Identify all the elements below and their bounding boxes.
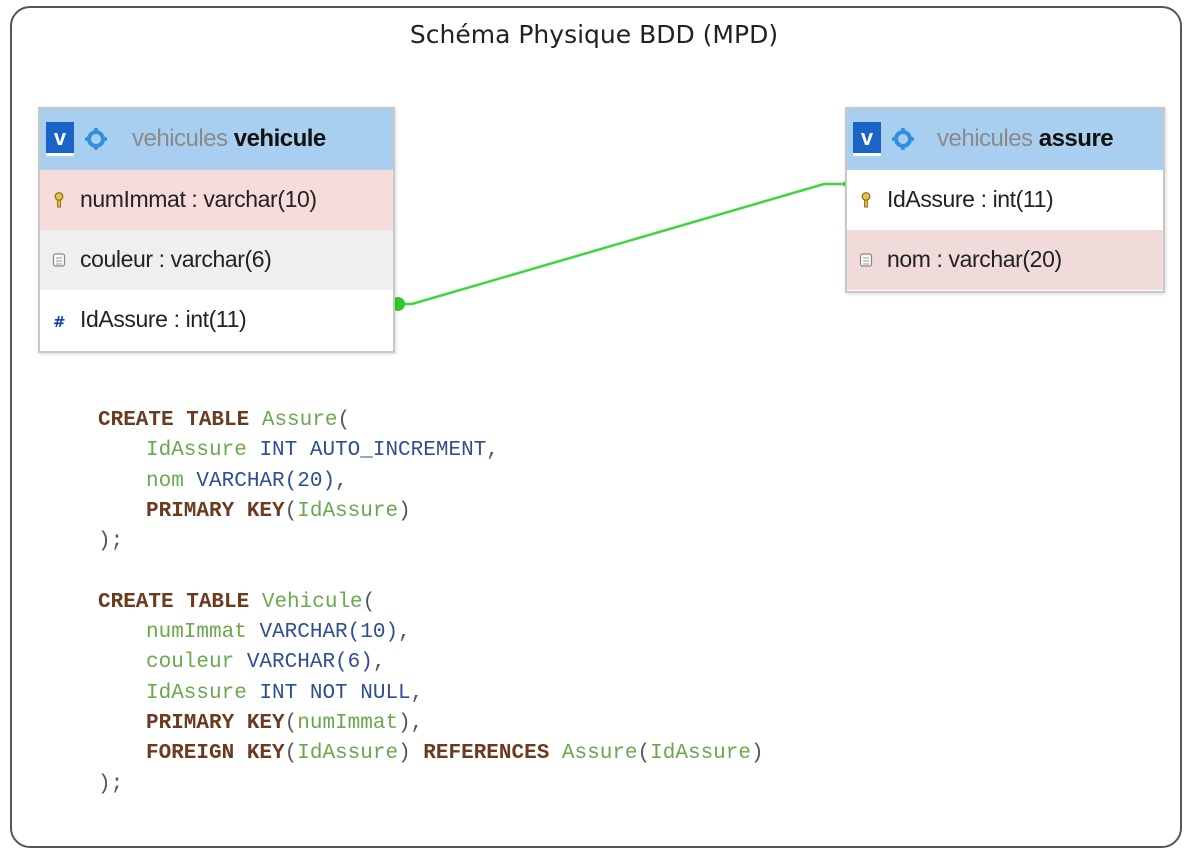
column-type: int(11) bbox=[185, 306, 247, 332]
sql-keyword: PRIMARY KEY bbox=[146, 711, 285, 735]
column-row[interactable]: # IdAssure : int(11) bbox=[40, 290, 393, 350]
sql-keyword: PRIMARY KEY bbox=[146, 499, 285, 523]
code-line: couleur VARCHAR(6), bbox=[146, 651, 386, 675]
sql-keyword: REFERENCES bbox=[423, 742, 550, 766]
code-line: CREATE TABLE Assure( bbox=[98, 409, 351, 432]
primary-key-icon bbox=[54, 192, 64, 208]
column-name: IdAssure bbox=[887, 186, 975, 212]
sql-identifier: IdAssure bbox=[297, 499, 399, 523]
table-title: vehicules assure bbox=[937, 125, 1114, 153]
sql-identifier: Vehicule bbox=[261, 590, 363, 614]
column-label: IdAssure : int(11) bbox=[80, 306, 247, 332]
table-db: vehicules bbox=[132, 125, 228, 152]
diagram-title: Schéma Physique BDD (MPD) bbox=[409, 20, 779, 49]
sql-keyword: FOREIGN KEY bbox=[146, 742, 285, 766]
column-label: numImmat : varchar(10) bbox=[80, 186, 317, 212]
view-badge-icon: v bbox=[46, 122, 74, 156]
sql-identifier: Assure bbox=[561, 742, 638, 766]
column-label: IdAssure : int(11) bbox=[887, 186, 1054, 212]
column-row[interactable]: couleur : varchar(6) bbox=[40, 230, 393, 290]
sql-identifier: IdAssure bbox=[146, 439, 247, 463]
sql-type: VARCHAR(20) bbox=[196, 469, 336, 493]
sql-type: INT NOT NULL bbox=[259, 681, 411, 705]
column-name: nom bbox=[887, 246, 931, 272]
code-line: PRIMARY KEY(IdAssure) bbox=[146, 499, 411, 523]
sql-code-block: CREATE TABLE Assure( IdAssure INT AUTO_IN… bbox=[98, 406, 764, 800]
code-line: FOREIGN KEY(IdAssure) REFERENCES Assure(… bbox=[146, 742, 764, 766]
column-type: varchar(20) bbox=[948, 246, 1063, 272]
numeric-icon: # bbox=[53, 313, 66, 328]
sql-keyword: CREATE TABLE bbox=[98, 409, 250, 432]
column-icon bbox=[859, 253, 873, 267]
column-type: varchar(6) bbox=[170, 246, 272, 272]
svg-text:#: # bbox=[53, 313, 65, 328]
column-row[interactable]: IdAssure : int(11) bbox=[847, 170, 1163, 230]
table-header[interactable]: v vehicules assure bbox=[847, 109, 1163, 170]
primary-key-icon bbox=[861, 192, 871, 208]
code-line: CREATE TABLE Vehicule( bbox=[98, 590, 376, 614]
sql-keyword: CREATE TABLE bbox=[98, 590, 250, 614]
column-label: couleur : varchar(6) bbox=[80, 246, 272, 272]
column-type: varchar(10) bbox=[203, 186, 317, 212]
sql-identifier: IdAssure bbox=[297, 742, 399, 766]
sql-identifier: couleur bbox=[146, 651, 235, 675]
code-line: IdAssure INT AUTO_INCREMENT, bbox=[146, 439, 499, 463]
table-title: vehicules vehicule bbox=[132, 125, 326, 153]
column-row[interactable]: numImmat : varchar(10) bbox=[40, 170, 393, 230]
view-badge-icon: v bbox=[853, 122, 881, 156]
code-line: numImmat VARCHAR(10), bbox=[146, 621, 411, 645]
table-db: vehicules bbox=[937, 125, 1033, 152]
code-line: ); bbox=[98, 530, 124, 554]
code-line: IdAssure INT NOT NULL, bbox=[146, 681, 424, 705]
sql-identifier: IdAssure bbox=[650, 742, 751, 766]
sql-identifier: IdAssure bbox=[146, 681, 247, 705]
table-vehicule[interactable]: v vehicules vehicule numImmat : varchar(… bbox=[38, 107, 395, 353]
sql-identifier: Assure bbox=[261, 409, 338, 432]
column-name: IdAssure bbox=[80, 306, 168, 332]
sql-identifier: numImmat bbox=[146, 621, 247, 645]
gear-icon[interactable] bbox=[84, 127, 108, 151]
table-header[interactable]: v vehicules vehicule bbox=[40, 109, 393, 170]
column-name: couleur bbox=[80, 246, 153, 272]
sql-type: VARCHAR(10) bbox=[259, 621, 399, 645]
column-name: numImmat bbox=[80, 186, 186, 212]
table-name: assure bbox=[1038, 125, 1114, 152]
sql-identifier: numImmat bbox=[297, 711, 399, 735]
column-label: nom : varchar(20) bbox=[887, 246, 1063, 272]
table-name: vehicule bbox=[233, 125, 327, 152]
sql-type: INT AUTO_INCREMENT bbox=[259, 439, 487, 463]
code-line bbox=[98, 557, 764, 587]
gear-icon[interactable] bbox=[891, 127, 915, 151]
code-line: ); bbox=[98, 772, 124, 796]
table-assure[interactable]: v vehicules assure IdAssure : int(11) no bbox=[845, 107, 1165, 293]
column-row[interactable]: nom : varchar(20) bbox=[847, 230, 1163, 290]
sql-identifier: nom bbox=[146, 469, 184, 493]
code-line: PRIMARY KEY(numImmat), bbox=[146, 711, 424, 735]
column-icon bbox=[52, 253, 66, 267]
sql-type: VARCHAR(6) bbox=[246, 651, 373, 675]
column-type: int(11) bbox=[992, 186, 1054, 212]
code-line: nom VARCHAR(20), bbox=[146, 469, 348, 493]
